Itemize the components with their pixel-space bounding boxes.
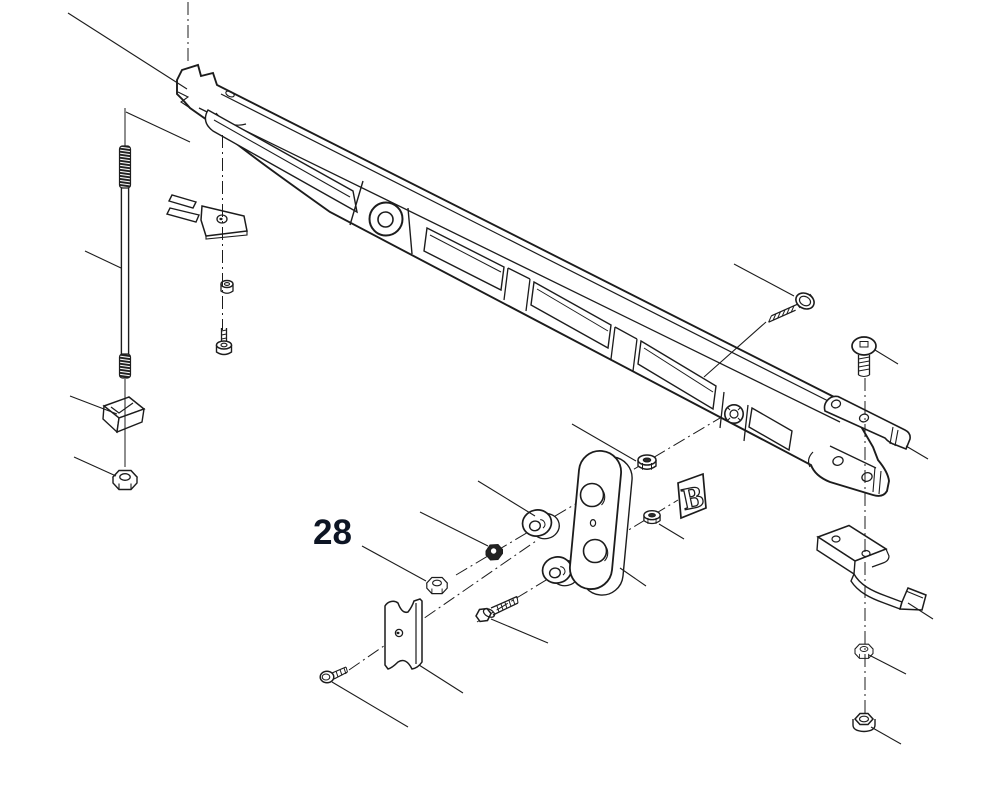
anchor-strap xyxy=(823,395,911,451)
notched-bracket-plate xyxy=(384,598,423,670)
centerlines-front xyxy=(124,2,866,713)
link-washer-upper xyxy=(519,504,563,544)
link-dark-nut xyxy=(485,543,503,561)
z-bracket xyxy=(816,524,927,611)
spacer-bushing xyxy=(220,279,234,294)
detail-marker-b: B xyxy=(677,472,707,520)
arm-pivot-boss-ring xyxy=(349,180,413,255)
arm-small-hole xyxy=(719,391,749,442)
torque-arm xyxy=(176,63,890,497)
plate-screw xyxy=(319,666,348,684)
threaded-rod xyxy=(118,145,132,379)
link-locknut-lower xyxy=(643,510,661,525)
retainer-clip xyxy=(165,194,248,240)
button-head-screw xyxy=(851,336,877,377)
item-number-text: 28 xyxy=(313,513,352,552)
link-plate xyxy=(569,450,633,596)
flange-nut xyxy=(852,712,876,733)
rod-clamp-wedge xyxy=(102,396,146,434)
rod-hex-nut xyxy=(112,469,138,491)
detail-marker-box xyxy=(677,472,707,520)
link-bolt xyxy=(475,595,519,623)
link-locknut-upper xyxy=(637,454,657,471)
leader-lines xyxy=(67,12,934,745)
clip-socket-bolt xyxy=(215,328,233,356)
arm-end-fork xyxy=(807,445,882,495)
item-number-label: 28 xyxy=(313,513,352,552)
plate-hex-nut xyxy=(426,576,448,595)
flange-bolt xyxy=(768,292,815,323)
